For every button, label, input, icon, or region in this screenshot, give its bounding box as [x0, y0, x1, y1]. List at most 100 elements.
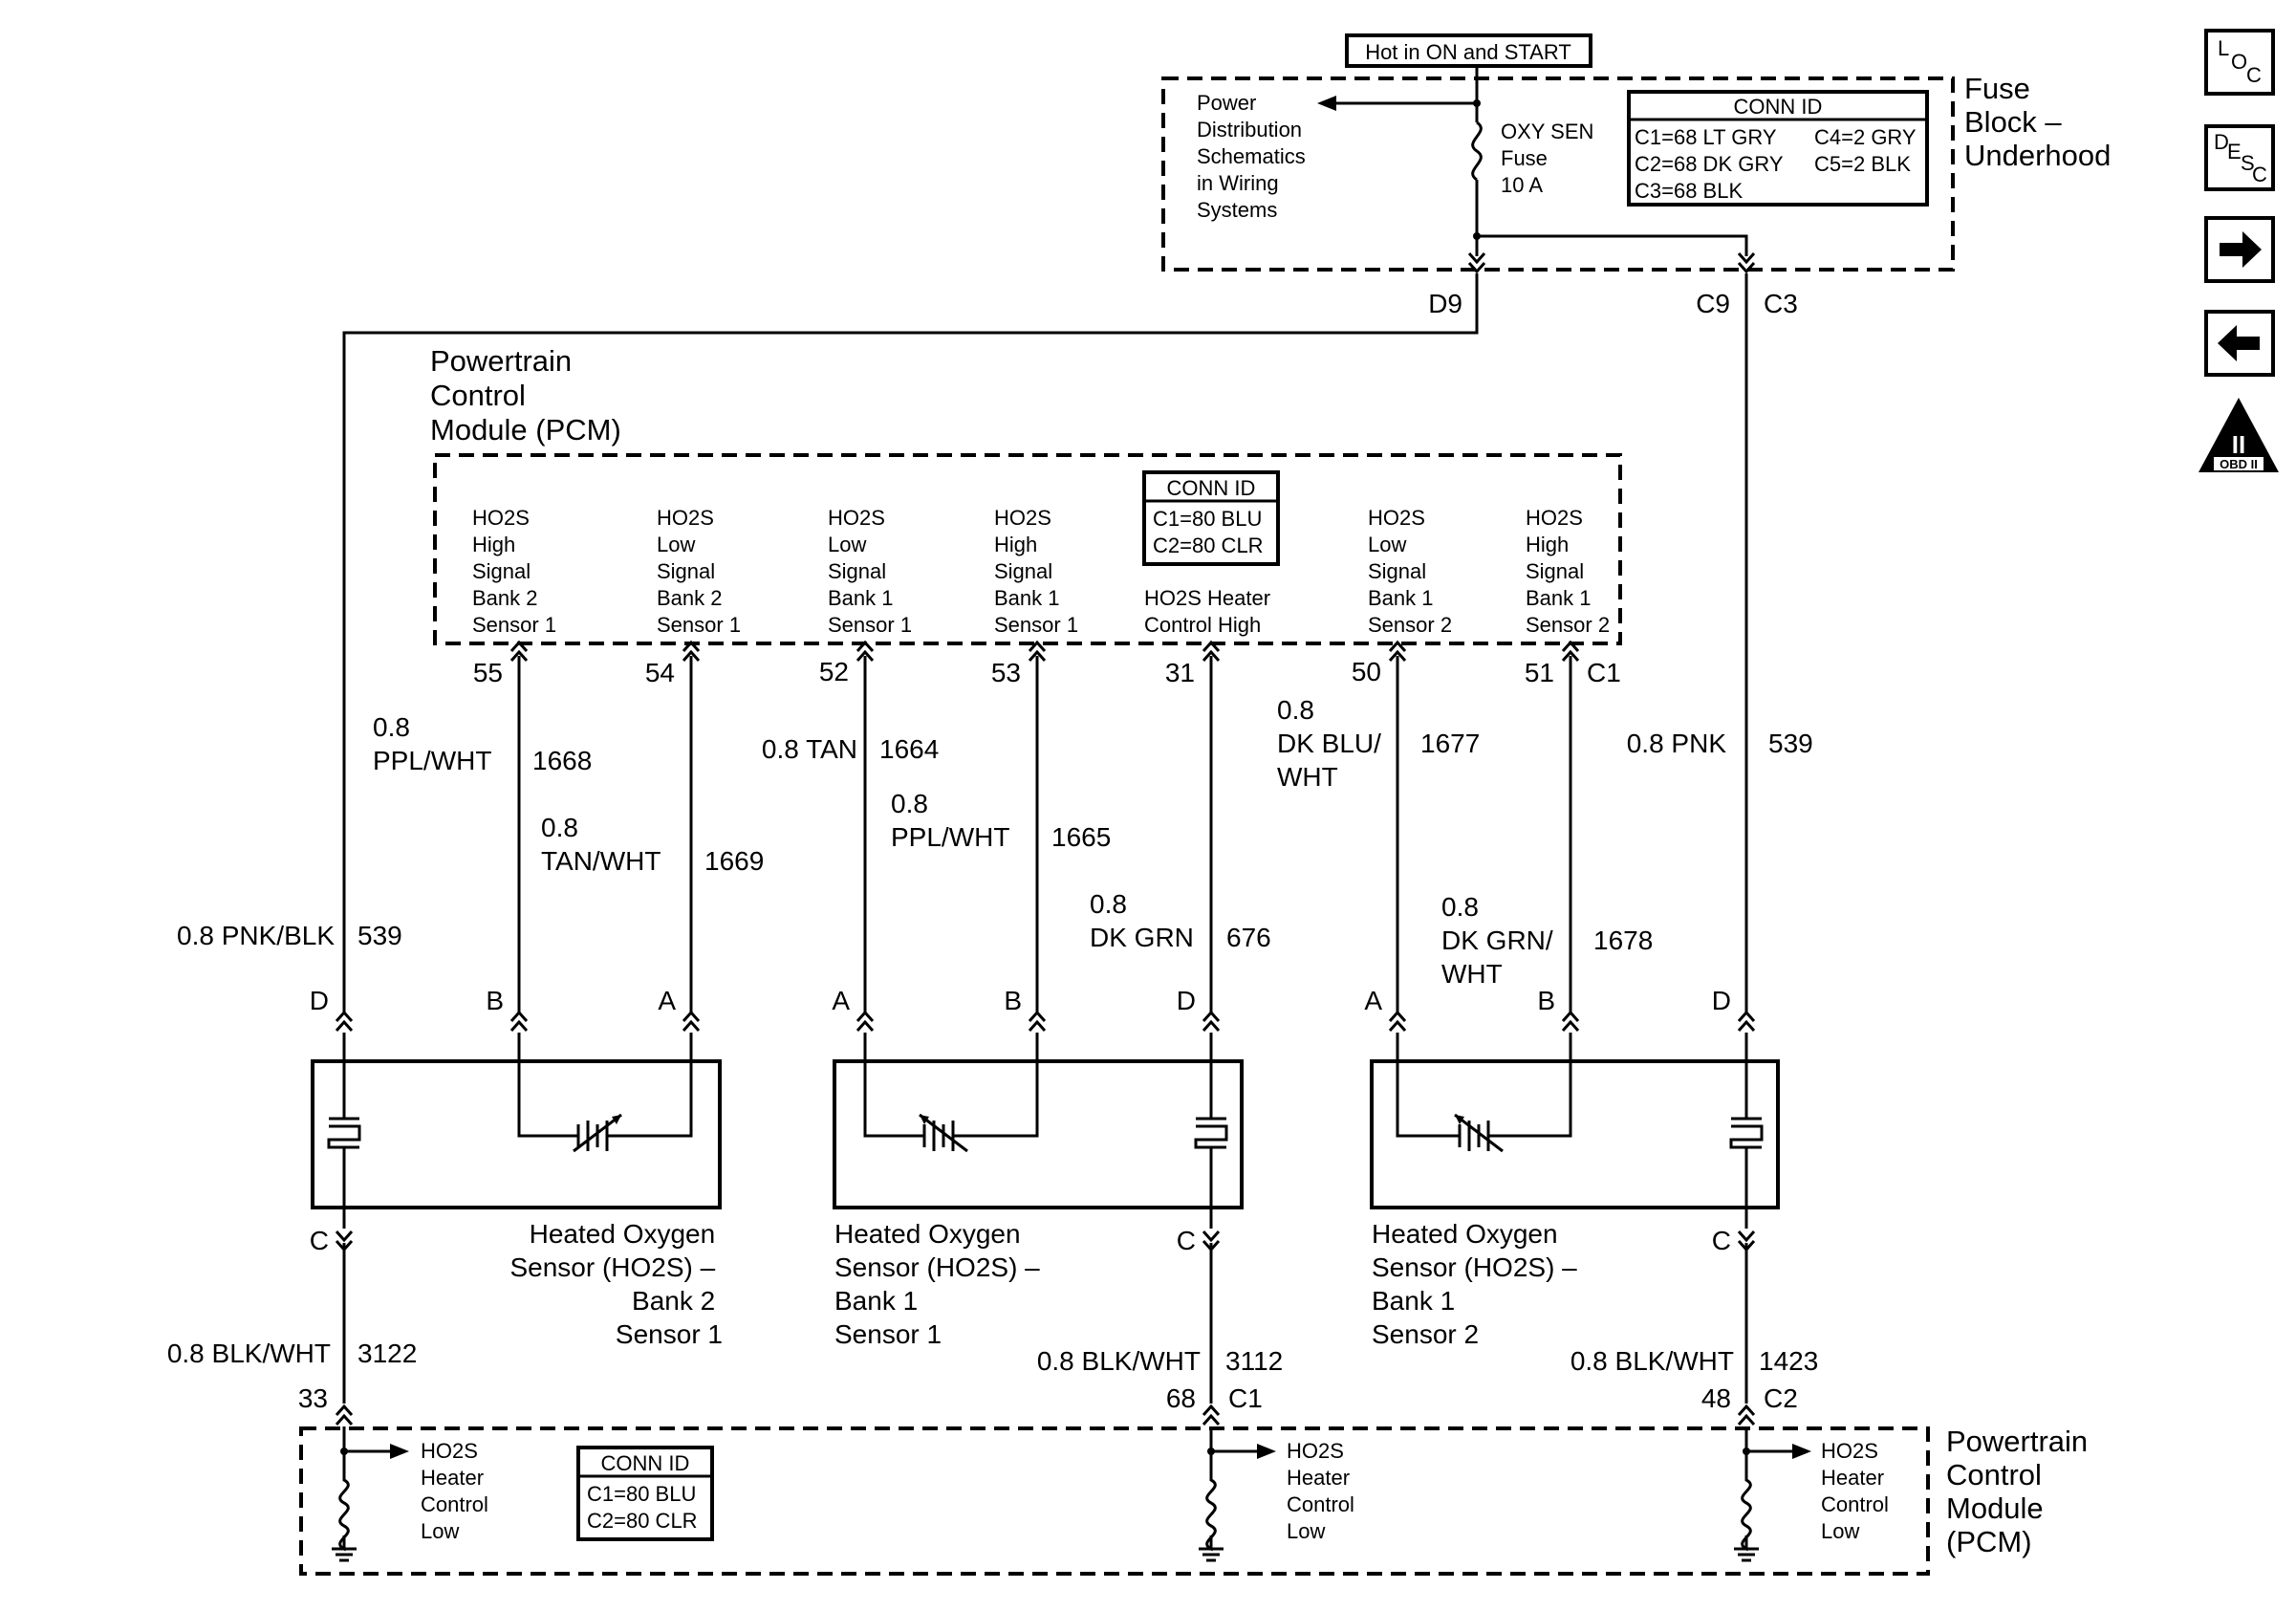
svg-text:II: II — [2232, 430, 2245, 459]
arrow-right-icon — [1792, 1444, 1811, 1459]
fuse-block-outline — [1161, 76, 1955, 272]
desc-icon: D E S C — [2214, 130, 2267, 186]
ground-icon — [1199, 1535, 1224, 1562]
prev-arrow-icon — [2218, 325, 2260, 361]
svg-text:D: D — [1177, 986, 1196, 1015]
svg-text:676: 676 — [1226, 923, 1271, 952]
svg-text:1677: 1677 — [1420, 729, 1480, 758]
arrow-right-icon — [1257, 1444, 1276, 1459]
pcm-top: Powertrain Control Module (PCM) HO2S Hig… — [430, 344, 1622, 687]
svg-text:C2=80 CLR: C2=80 CLR — [1153, 533, 1264, 557]
signal-lo-b1s1: HO2S Low Signal Bank 1 Sensor 1 — [828, 506, 912, 637]
svg-text:C: C — [310, 1226, 329, 1255]
prev-page-button[interactable] — [2204, 310, 2275, 377]
wire-539-pnk-blk — [342, 273, 1479, 1013]
fuse-block-name: Fuse Block – Underhood — [1964, 72, 2111, 172]
svg-text:1668: 1668 — [532, 746, 592, 775]
next-page-button[interactable] — [2204, 216, 2275, 283]
svg-text:C1: C1 — [1228, 1383, 1263, 1413]
pcm-top-conn-id-box — [1142, 470, 1280, 566]
sensor-bank1-sensor1: A B D C Heated Oxygen Sensor (HO2S) – Ba… — [832, 986, 1244, 1349]
pcm-bottom-conn-id-box — [576, 1446, 714, 1541]
svg-text:D: D — [310, 986, 329, 1015]
svg-text:55: 55 — [473, 658, 503, 687]
sensor-element-icon — [572, 1113, 622, 1153]
svg-text:A: A — [1364, 986, 1382, 1015]
svg-text:1669: 1669 — [704, 846, 764, 876]
heater-element-icon — [327, 1117, 361, 1229]
arrow-right-icon — [390, 1444, 409, 1459]
signal-hi-b1s2: HO2S High Signal Bank 1 Sensor 2 — [1526, 506, 1610, 637]
svg-text:OBD II: OBD II — [2220, 457, 2258, 471]
svg-text:0.8 BLK/WHT: 0.8 BLK/WHT — [1037, 1346, 1201, 1376]
svg-text:B: B — [1004, 986, 1022, 1015]
fuse-icon — [1471, 120, 1483, 182]
obd-ii-icon: II OBD II — [2199, 398, 2279, 472]
hot-label-box — [1345, 33, 1592, 68]
svg-text:S: S — [2241, 151, 2255, 175]
svg-text:52: 52 — [819, 657, 849, 686]
svg-text:C4=2 GRY: C4=2 GRY — [1814, 125, 1917, 149]
loc-button[interactable]: L O C — [2204, 29, 2275, 96]
svg-text:C1=68 LT GRY: C1=68 LT GRY — [1635, 125, 1777, 149]
pcm-top-outline — [433, 453, 1622, 645]
svg-text:0.8 TAN: 0.8 TAN — [762, 734, 857, 764]
signal-heater-high: HO2S Heater Control High — [1144, 586, 1276, 637]
svg-text:C2=80 CLR: C2=80 CLR — [587, 1509, 698, 1533]
signal-lo-b1s2: HO2S Low Signal Bank 1 Sensor 2 — [1368, 506, 1452, 637]
svg-text:C1: C1 — [1587, 658, 1621, 687]
svg-text:C1=80 BLU: C1=80 BLU — [587, 1482, 696, 1506]
hot-label: Hot in ON and START — [1365, 40, 1571, 64]
svg-text:C: C — [1712, 1226, 1731, 1255]
sensor-1-body — [311, 1059, 722, 1209]
signal-lo-b2s1: HO2S Low Signal Bank 2 Sensor 1 — [657, 506, 741, 637]
svg-text:O: O — [2231, 50, 2247, 74]
desc-button[interactable]: D E S C — [2204, 124, 2275, 191]
svg-text:50: 50 — [1352, 657, 1381, 686]
obd-ii-button[interactable]: II OBD II — [2197, 396, 2281, 474]
fuse-label: OXY SEN Fuse 10 A — [1501, 120, 1600, 197]
svg-text:54: 54 — [645, 658, 675, 687]
svg-text:D: D — [1712, 986, 1731, 1015]
svg-text:E: E — [2227, 140, 2242, 163]
svg-text:1678: 1678 — [1593, 925, 1653, 955]
arrow-left-icon — [1317, 96, 1336, 111]
sensor-element-icon — [1453, 1113, 1504, 1153]
svg-text:C2: C2 — [1764, 1383, 1798, 1413]
pcm-top-title: Powertrain Control Module (PCM) — [430, 344, 621, 446]
svg-text:1664: 1664 — [879, 734, 939, 764]
svg-text:C: C — [2252, 163, 2267, 186]
svg-text:CONN ID: CONN ID — [601, 1451, 690, 1475]
sensor-1-name: Heated Oxygen Sensor (HO2S) – Bank 2 Sen… — [509, 1219, 723, 1349]
sensor-3-name: Heated Oxygen Sensor (HO2S) – Bank 1 Sen… — [1372, 1219, 1585, 1349]
svg-text:A: A — [658, 986, 676, 1015]
pcm-bottom-outline — [299, 1426, 1930, 1576]
svg-text:0.8 PNK: 0.8 PNK — [1627, 729, 1727, 758]
svg-text:L: L — [2218, 36, 2229, 60]
fuse-conn-id-box — [1627, 90, 1929, 207]
svg-text:C: C — [1177, 1226, 1196, 1255]
svg-text:CONN ID: CONN ID — [1734, 95, 1823, 119]
sensor-2-name: Heated Oxygen Sensor (HO2S) – Bank 1 Sen… — [834, 1219, 1048, 1349]
svg-text:CONN ID: CONN ID — [1167, 476, 1256, 500]
power-distribution-ref: Power Distribution Schematics in Wiring … — [1197, 91, 1311, 222]
heater-element-icon — [1194, 1117, 1228, 1229]
svg-text:31: 31 — [1165, 658, 1195, 687]
svg-text:539: 539 — [357, 921, 402, 950]
svg-text:B: B — [486, 986, 504, 1015]
svg-text:C3=68 BLK: C3=68 BLK — [1635, 179, 1743, 203]
svg-text:C3: C3 — [1764, 289, 1798, 318]
svg-text:C5=2 BLK: C5=2 BLK — [1814, 152, 1911, 176]
svg-text:C2=68 DK GRY: C2=68 DK GRY — [1635, 152, 1784, 176]
svg-text:33: 33 — [298, 1383, 328, 1413]
signal-hi-b2s1: HO2S High Signal Bank 2 Sensor 1 — [472, 506, 556, 637]
